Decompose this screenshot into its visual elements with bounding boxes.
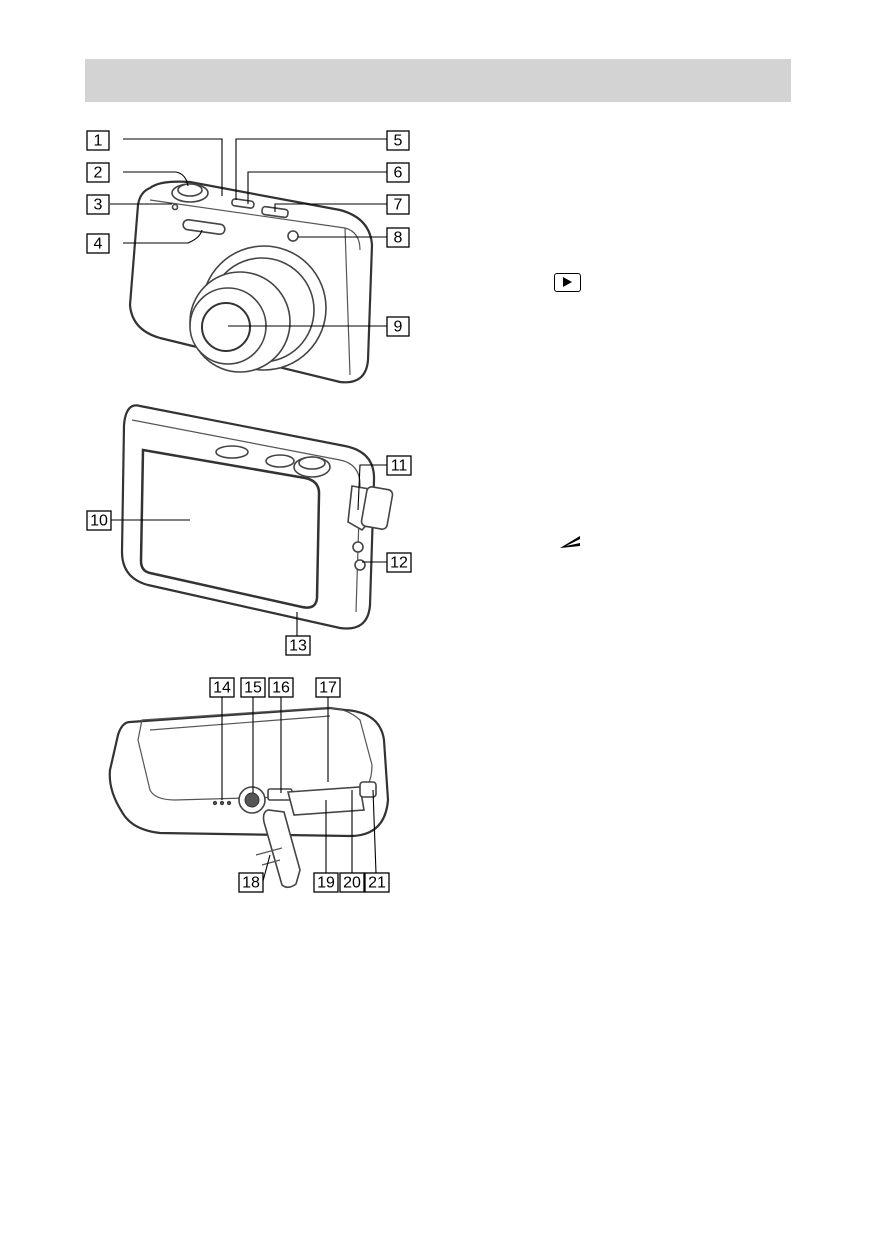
svg-text:2: 2 xyxy=(94,165,103,182)
callout-13: 13 xyxy=(286,636,310,655)
camera-bottom-view xyxy=(110,708,388,888)
playback-icon xyxy=(554,273,581,292)
callout-4: 4 xyxy=(87,234,109,253)
svg-text:7: 7 xyxy=(394,197,403,214)
callout-17: 17 xyxy=(316,678,340,697)
callout-16: 16 xyxy=(269,678,293,697)
callout-3: 3 xyxy=(87,195,109,214)
callout-14: 14 xyxy=(210,678,234,697)
callout-8: 8 xyxy=(387,228,409,247)
svg-text:18: 18 xyxy=(242,875,260,892)
camera-front-view xyxy=(130,182,372,383)
svg-text:6: 6 xyxy=(394,165,403,182)
callout-5: 5 xyxy=(387,131,409,150)
svg-text:11: 11 xyxy=(391,458,408,475)
svg-text:4: 4 xyxy=(94,236,103,253)
svg-text:3: 3 xyxy=(94,197,103,214)
svg-text:5: 5 xyxy=(394,133,403,150)
callout-7: 7 xyxy=(387,195,409,214)
svg-text:10: 10 xyxy=(90,513,108,530)
callout-11: 11 xyxy=(387,456,411,475)
svg-text:13: 13 xyxy=(289,638,307,655)
svg-text:12: 12 xyxy=(390,555,408,572)
svg-text:17: 17 xyxy=(319,680,337,697)
callout-2: 2 xyxy=(87,163,109,182)
callout-9: 9 xyxy=(387,317,409,336)
strap-hook-icon xyxy=(558,534,582,550)
callout-19: 19 xyxy=(314,873,338,892)
callout-20: 20 xyxy=(340,873,364,892)
svg-text:19: 19 xyxy=(317,875,335,892)
svg-text:1: 1 xyxy=(94,133,103,150)
callout-18: 18 xyxy=(239,873,263,892)
camera-back-view xyxy=(122,405,393,628)
svg-text:8: 8 xyxy=(394,230,403,247)
callout-12: 12 xyxy=(387,553,411,572)
svg-text:21: 21 xyxy=(368,875,386,892)
svg-text:14: 14 xyxy=(213,680,231,697)
callout-1: 1 xyxy=(87,131,109,150)
svg-text:16: 16 xyxy=(272,680,290,697)
svg-text:9: 9 xyxy=(394,319,403,336)
svg-text:20: 20 xyxy=(343,875,361,892)
svg-text:15: 15 xyxy=(244,680,262,697)
callout-6: 6 xyxy=(387,163,409,182)
callout-15: 15 xyxy=(241,678,265,697)
callout-10: 10 xyxy=(87,511,111,530)
callout-21: 21 xyxy=(365,873,389,892)
